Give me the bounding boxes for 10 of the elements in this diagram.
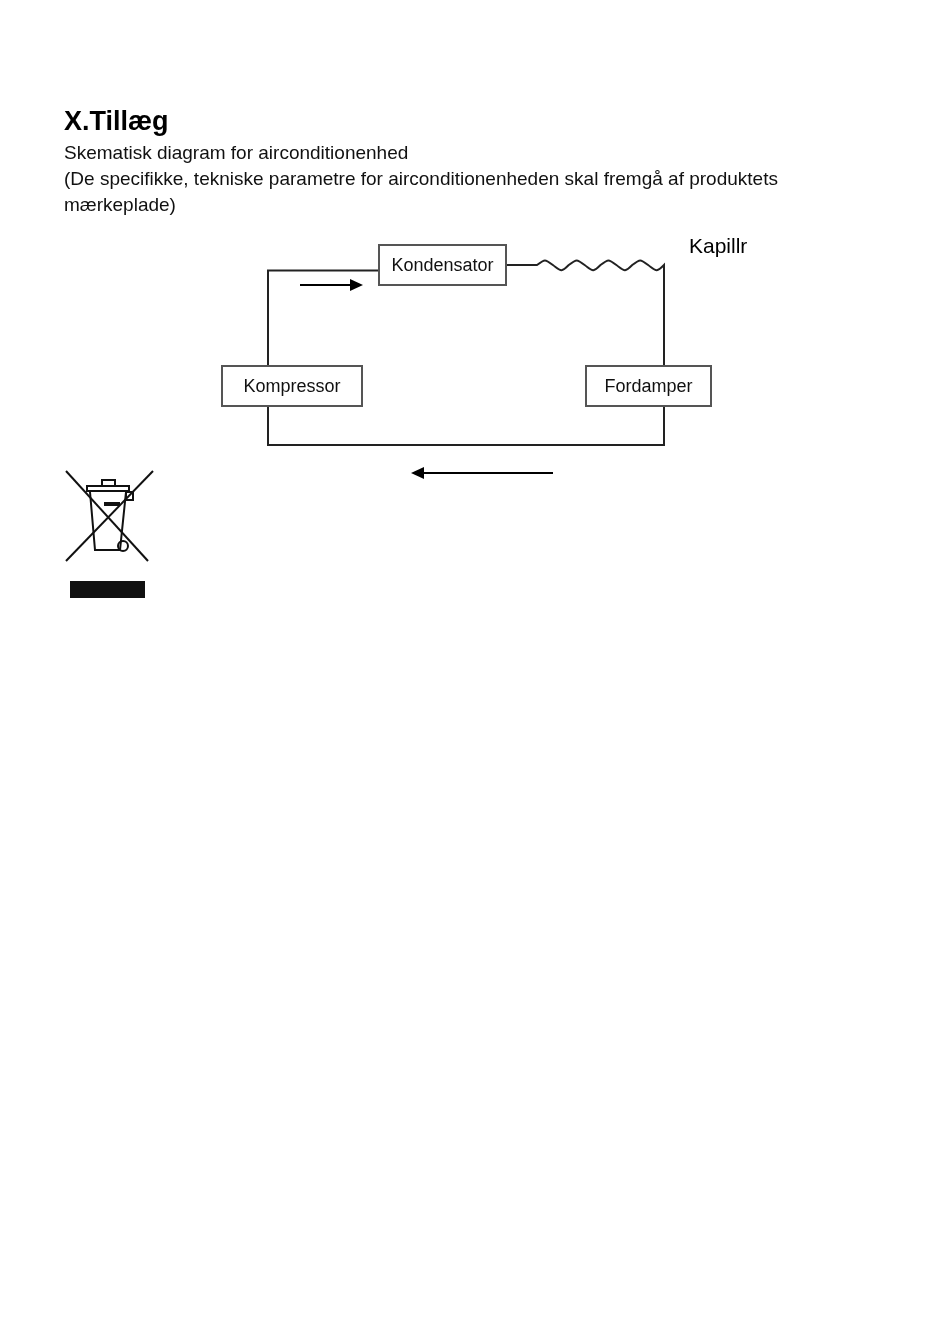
component-box: Kondensator — [378, 244, 507, 286]
subtitle: Skematisk diagram for airconditionenhed — [64, 141, 410, 165]
refrigerant-pipe — [267, 406, 665, 446]
refrigerant-pipe — [267, 269, 379, 366]
heading: X.Tillæg — [64, 105, 169, 138]
capillary-label: Kapillr — [689, 233, 748, 259]
refrigerant-pipe — [506, 259, 665, 366]
note-text: (De specifikke, tekniske parametre for airconditionenheden skal fremgå af produktets mærkeplade) — [64, 167, 779, 217]
component-box: Kompressor — [221, 365, 363, 407]
component-box: Fordamper — [585, 365, 712, 407]
